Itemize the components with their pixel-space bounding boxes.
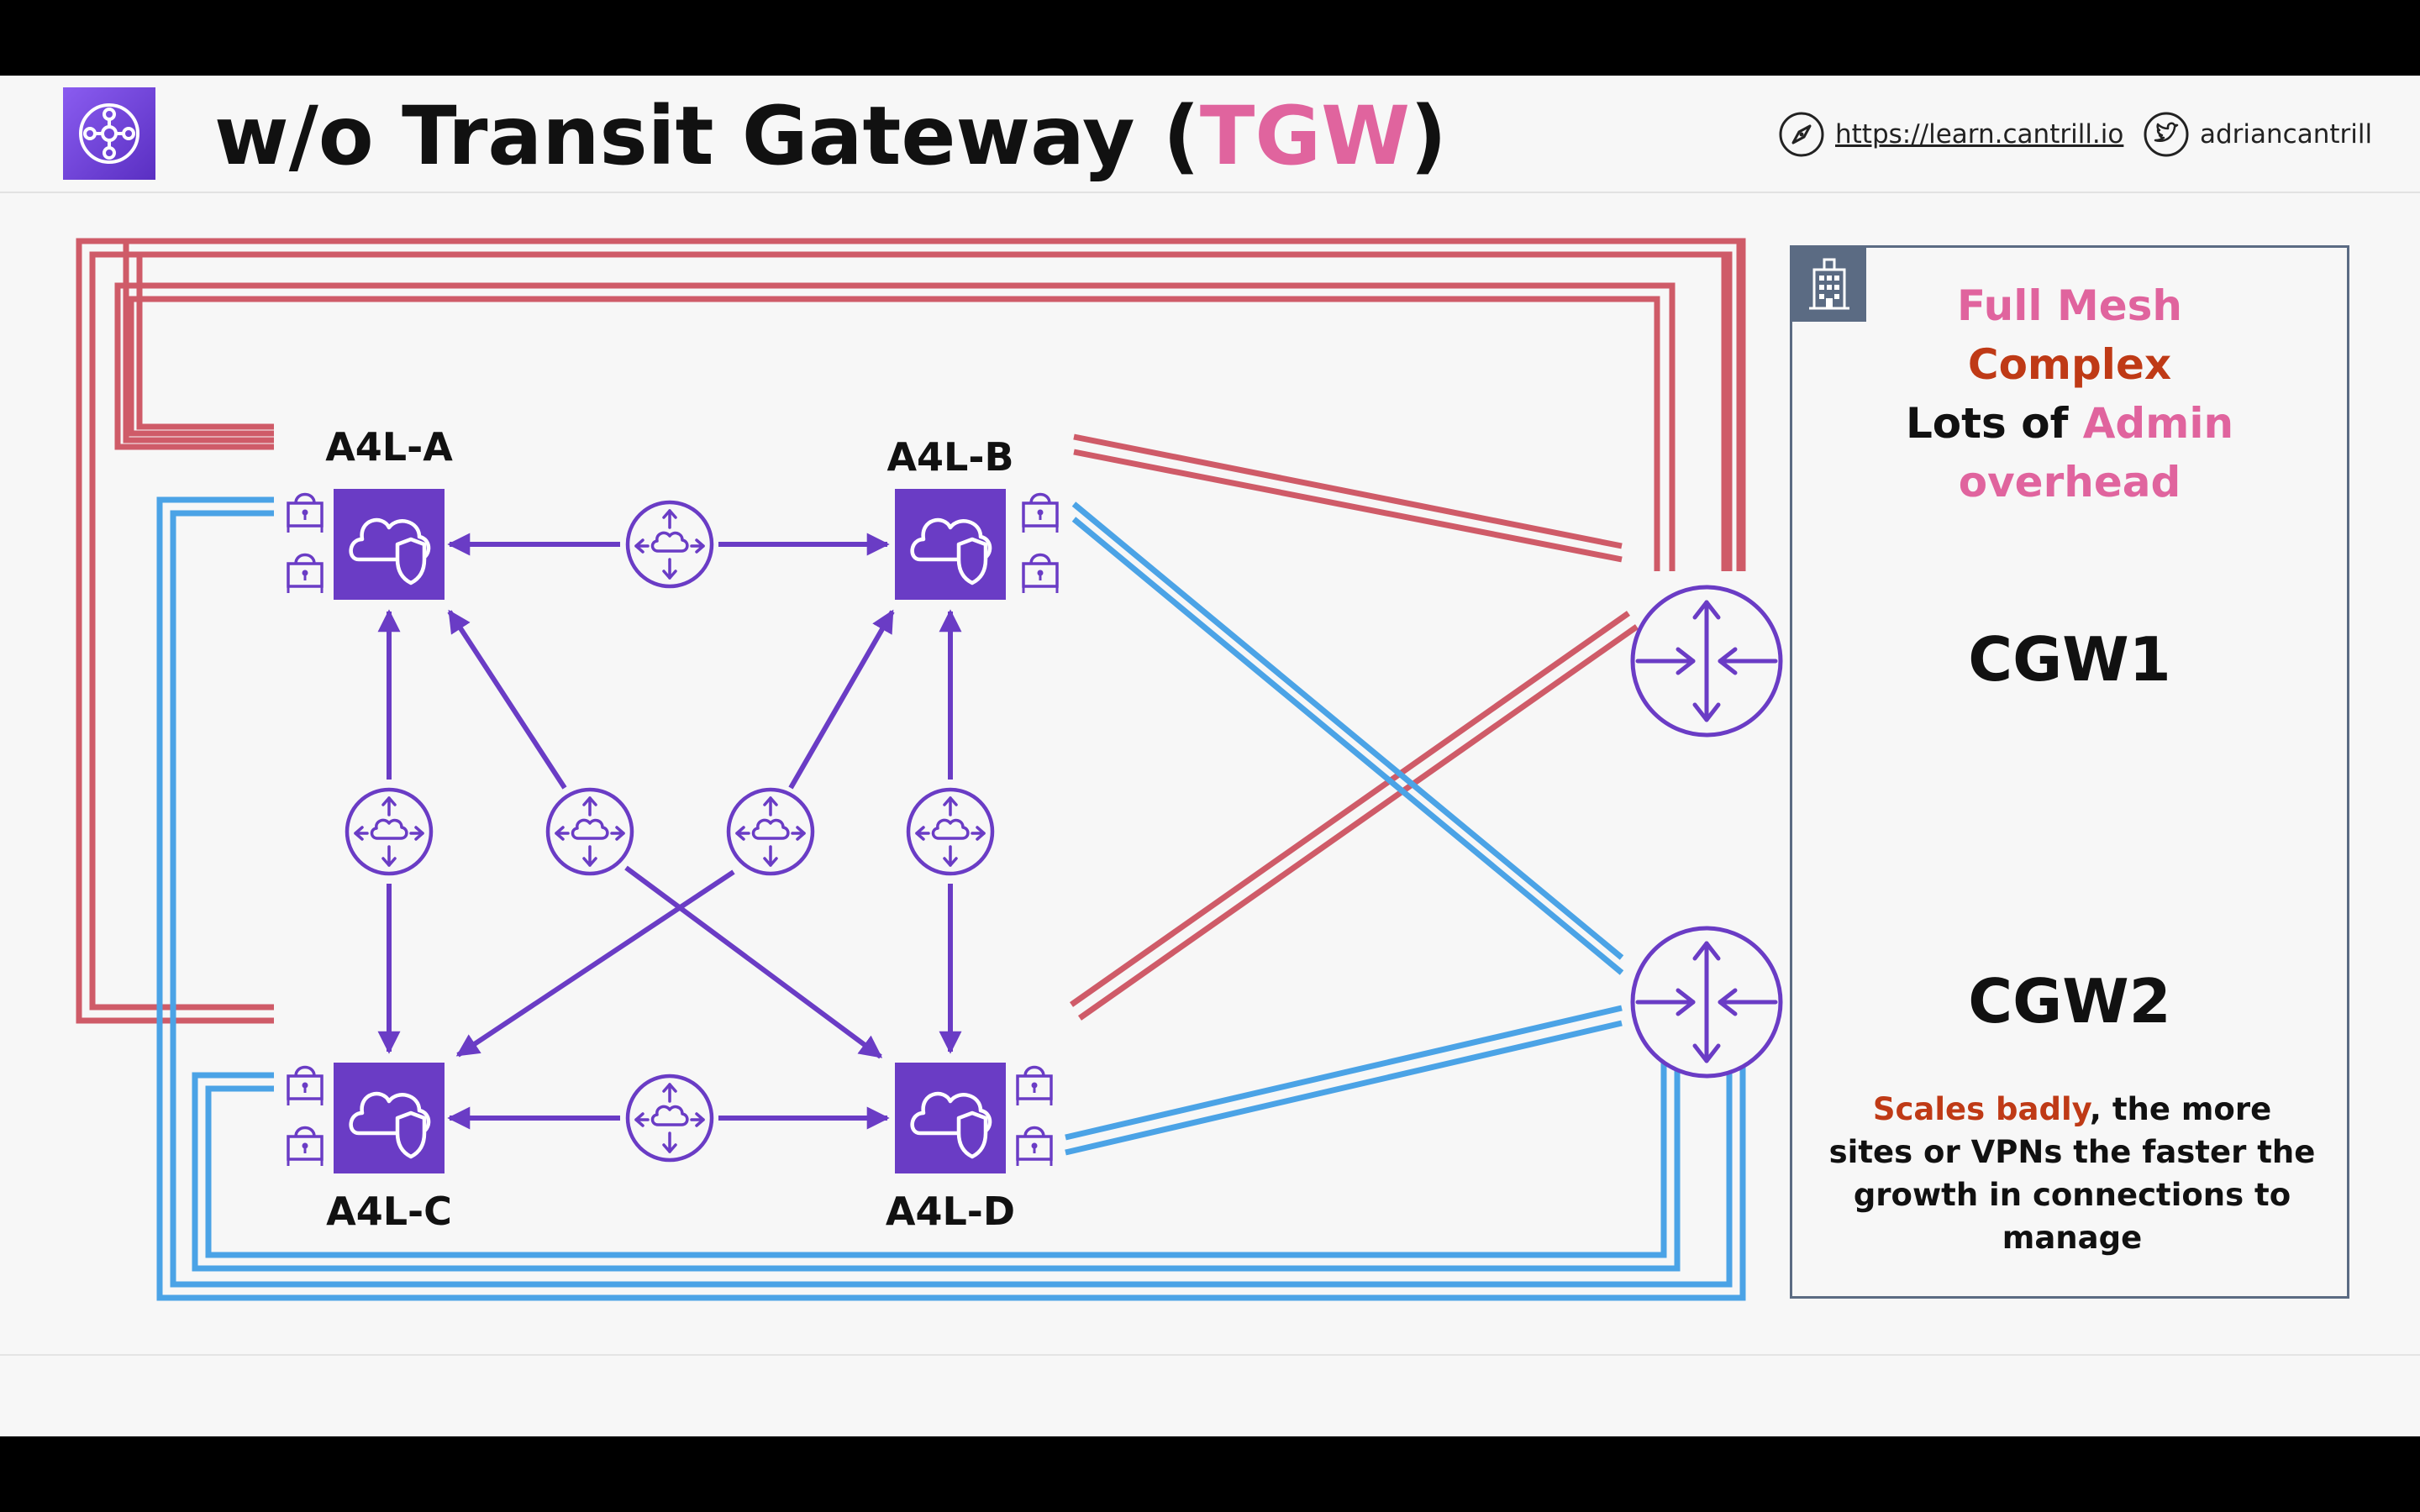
vpn-tunnel-d-cgw1-diag-1	[1069, 611, 1631, 1007]
arrow-a-d-down	[624, 865, 883, 1059]
vpc-label-d: A4L-D	[886, 1189, 1015, 1234]
info-panel: Full Mesh Complex Lots of Admin overhead…	[1790, 245, 2349, 1299]
arrow-b-c-down	[455, 869, 735, 1058]
title-suffix: )	[1410, 89, 1447, 183]
lock-icon	[287, 1065, 324, 1107]
peering-connection-icon	[908, 790, 992, 874]
transit-gateway-logo-icon	[63, 87, 155, 180]
compass-icon	[1779, 112, 1824, 157]
building-icon	[1792, 248, 1866, 322]
peering-connection-icon	[347, 790, 431, 874]
title-prefix: w/o Transit Gateway (	[214, 89, 1200, 183]
vpc-b-icon	[895, 489, 1006, 600]
note-scales-badly: Scales badly	[1872, 1091, 2090, 1127]
vpn-tunnels-cgw2	[156, 496, 1746, 1301]
vpc-label-c: A4L-C	[326, 1189, 452, 1234]
cgw1-label: CGW1	[1968, 624, 2171, 695]
vpn-tunnel-a-cgw2-inner	[170, 510, 1733, 1288]
lock-icon	[1016, 1126, 1053, 1168]
vpn-tunnel-b-cgw1-outer	[114, 282, 1676, 571]
vpn-tunnel-d-cgw2-diag-1	[1065, 1005, 1623, 1141]
vpn-tunnel-b-cgw1-inner	[128, 296, 1660, 571]
peering-arrows	[377, 533, 962, 1130]
twitter-handle[interactable]: adriancantrill	[2200, 119, 2373, 150]
lock-icon	[287, 492, 324, 534]
twitter-link[interactable]: adriancantrill	[2143, 109, 2372, 160]
vpn-tunnel-b-cgw2-diag-2	[1071, 517, 1624, 975]
note-rest: , the more sites or VPNs the faster the …	[1828, 1091, 2316, 1256]
scaling-note: Scales badly, the more sites or VPNs the…	[1826, 1088, 2318, 1259]
peering-connection-icon	[628, 502, 712, 586]
title-accent: TGW	[1199, 89, 1411, 183]
vpn-tunnels-cgw1	[76, 238, 1746, 1024]
arrow-a-d-up	[447, 609, 567, 790]
vpn-tunnel-c-cgw2-inner	[205, 1012, 1667, 1258]
network-diagram: A4L-A A4L-B A4L-C A4L-D	[76, 238, 2420, 1301]
vpn-tunnel-b-cgw1-diag-1	[1073, 433, 1623, 549]
lock-icon	[287, 553, 324, 595]
vpn-tunnel-c-cgw2-outer	[192, 1012, 1681, 1272]
header: w/o Transit Gateway (TGW) https://learn.…	[0, 76, 2420, 193]
vpc-label-b: A4L-B	[886, 434, 1013, 480]
vpcs: A4L-A A4L-B A4L-C A4L-D	[325, 424, 1015, 1234]
panel-lots-of: Lots of	[1905, 399, 2083, 448]
peering-icons	[347, 502, 992, 1160]
cgw2-router-icon	[1633, 928, 1781, 1076]
twitter-bird-icon	[2144, 112, 2189, 157]
peering-connection-icon	[729, 790, 813, 874]
panel-overhead: overhead	[1958, 458, 2181, 507]
peering-connection-icon	[548, 790, 632, 874]
peering-connection-icon	[628, 1076, 712, 1160]
customer-gateways	[1633, 587, 1781, 1076]
vpn-tunnel-c-cgw1-inner	[89, 251, 1733, 1011]
learn-link[interactable]: https://learn.cantrill.io	[1778, 109, 2123, 160]
footer-divider	[0, 1354, 2420, 1356]
lock-icon	[287, 1126, 324, 1168]
vpn-tunnel-a-cgw2-outer	[156, 496, 1746, 1301]
vpn-tunnel-b-cgw1-diag-2	[1073, 449, 1623, 563]
lock-icon	[1022, 492, 1059, 534]
vpn-tunnel-c-cgw1-outer	[76, 238, 1746, 1024]
vpc-c-icon	[334, 1063, 445, 1173]
page-title: w/o Transit Gateway (TGW)	[214, 86, 1447, 186]
panel-complex: Complex	[1967, 340, 2172, 389]
lock-icon	[1022, 553, 1059, 595]
panel-lots-of-admin: Lots of Admin	[1792, 394, 2347, 453]
slide: w/o Transit Gateway (TGW) https://learn.…	[0, 76, 2420, 1436]
vpn-tunnel-d-cgw2-diag-2	[1065, 1020, 1623, 1156]
arrow-b-c-up	[788, 609, 895, 790]
vpc-d-icon	[895, 1063, 1006, 1173]
vpn-tunnel-b-cgw2-diag-1	[1071, 501, 1624, 960]
vpc-label-a: A4L-A	[325, 424, 453, 470]
vpc-a-icon	[334, 489, 445, 600]
panel-full-mesh: Full Mesh	[1957, 281, 2182, 330]
lock-icon	[1016, 1065, 1053, 1107]
vpn-tunnel-d-cgw1-diag-2	[1077, 624, 1639, 1021]
cgw1-router-icon	[1633, 587, 1781, 735]
panel-admin: Admin	[2082, 399, 2234, 448]
cgw2-label: CGW2	[1968, 966, 2171, 1037]
learn-link-text[interactable]: https://learn.cantrill.io	[1835, 119, 2124, 150]
